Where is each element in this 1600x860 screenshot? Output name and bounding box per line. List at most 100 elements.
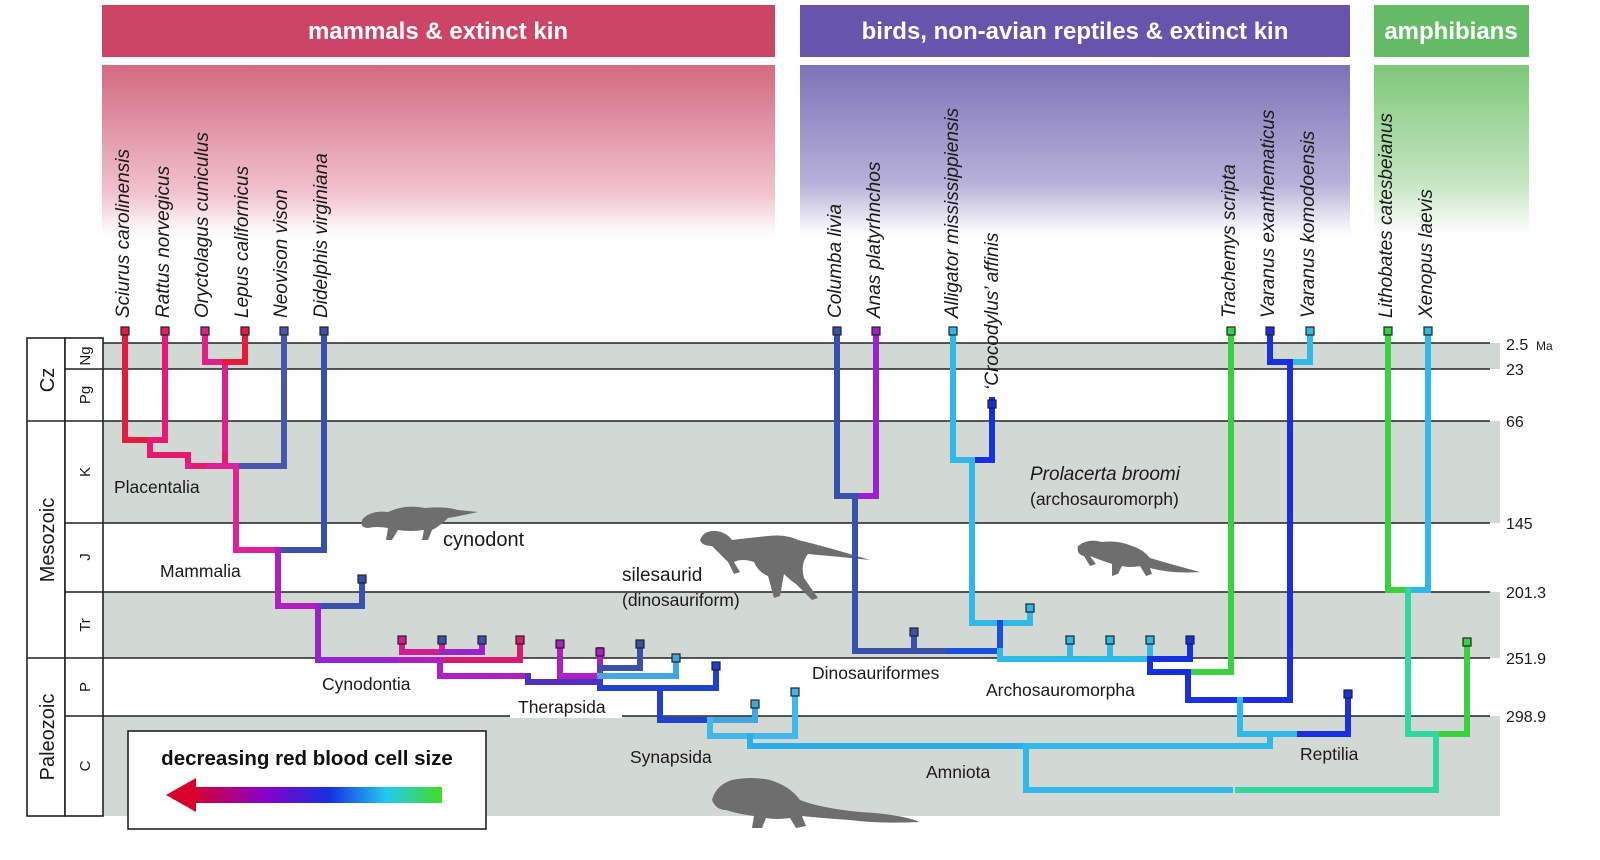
branch-anas xyxy=(852,335,879,499)
legend-gradient-bar xyxy=(190,787,442,803)
period-tr: Tr xyxy=(77,618,94,632)
taxon-lithobates: Lithobates catesbeianus xyxy=(1376,113,1397,318)
branch-squamate-tip xyxy=(1297,697,1351,737)
phylogenetic-tree xyxy=(122,335,1470,793)
era-mesozoic: Mesozoic xyxy=(37,498,59,582)
boundary-lines xyxy=(65,342,1490,717)
branch-lithobates xyxy=(1385,335,1411,593)
branch-archosauromorpha xyxy=(1147,656,1191,675)
taxon-crocodylus: ‘Crocodylus’ affinis xyxy=(982,232,1003,390)
taxon-varanus-ko: Varanus komodoensis xyxy=(1298,130,1319,318)
period-p: P xyxy=(77,682,94,692)
branch-anura xyxy=(1405,587,1439,737)
reptiles-fade xyxy=(800,65,1350,235)
clade-labels: Placentalia Mammalia Cynodontia Therapsi… xyxy=(114,477,1359,782)
taxon-sciurus: Sciurus carolinensis xyxy=(113,149,134,318)
branch-stem-tips-6 xyxy=(597,661,679,679)
tick-23: 23 xyxy=(1506,362,1524,379)
period-c: C xyxy=(77,760,94,771)
branch-amniota xyxy=(1023,743,1233,793)
branch-archo-tips-4 xyxy=(1147,643,1193,662)
legend-arrow-head-icon xyxy=(166,778,196,812)
mammals-header: mammals & extinct kin xyxy=(308,18,568,45)
band-cretaceous xyxy=(65,421,1500,523)
label-prolacerta-sub: (archosauromorph) xyxy=(1030,489,1179,509)
taxon-didelphis: Didelphis virginiana xyxy=(311,153,332,318)
branch-placentalia xyxy=(185,463,281,553)
amphibians-fade xyxy=(1374,65,1529,235)
taxon-alligator: Alligator mississippiensis xyxy=(942,107,963,319)
label-cynodont: cynodont xyxy=(443,529,525,551)
branch-stem-tips-3 xyxy=(439,643,523,663)
taxon-oryctolagus: Oryctolagus cuniculus xyxy=(192,132,213,318)
branch-reptilia xyxy=(1237,697,1303,737)
branch-crocs-stem xyxy=(969,457,1003,626)
taxon-neovison: Neovison vison xyxy=(271,189,292,318)
branch-therapsida xyxy=(525,673,603,685)
tick-201-3: 201.3 xyxy=(1506,585,1546,602)
label-prolacerta: Prolacerta broomi xyxy=(1030,464,1181,485)
taxon-trachemys: Trachemys scripta xyxy=(1219,164,1240,318)
period-k: K xyxy=(77,467,94,477)
branch-xenopus xyxy=(1405,335,1431,593)
branch-crocodylus xyxy=(969,397,995,463)
prolacerta-silhouette xyxy=(1077,540,1200,576)
branch-stem-tips-5 xyxy=(597,647,643,671)
branch-dinosauriformes xyxy=(852,493,917,654)
band-neogene xyxy=(65,343,1500,369)
branch-neovison xyxy=(222,335,287,469)
branch-varanus-ko xyxy=(1287,335,1313,365)
tip-markers xyxy=(120,326,1472,709)
branch-trachemys xyxy=(1185,335,1234,675)
reptiles-header-bar xyxy=(800,5,1350,57)
branch-amniota-right xyxy=(1023,731,1273,749)
clade-placentalia: Placentalia xyxy=(114,477,200,497)
branch-columba xyxy=(834,335,858,499)
branch-stem-join xyxy=(397,657,531,679)
taxon-lepus: Lepus californicus xyxy=(232,165,253,318)
taxon-rattus: Rattus norvegicus xyxy=(153,165,174,318)
branch-dino-tip xyxy=(911,633,953,654)
tick-145: 145 xyxy=(1506,516,1533,533)
clade-dinosauriformes: Dinosauriformes xyxy=(812,663,940,683)
branch-leporids xyxy=(202,335,228,458)
period-j: J xyxy=(77,553,94,561)
branch-stem-small-1 xyxy=(315,580,365,609)
tick-2-5: 2.5 xyxy=(1506,337,1528,354)
tick-251-9: 251.9 xyxy=(1506,651,1546,668)
clade-archosauromorpha: Archosauromorpha xyxy=(986,680,1135,700)
mammals-header-bar xyxy=(102,5,775,57)
period-pg: Pg xyxy=(77,386,94,404)
branch-sciurus xyxy=(122,335,153,443)
branch-croc-fossil xyxy=(997,609,1033,626)
amphibians-header-bar xyxy=(1374,5,1529,57)
amphibians-header: amphibians xyxy=(1384,18,1517,45)
branch-therapsida-base xyxy=(657,685,713,723)
branch-didelphis xyxy=(275,335,327,553)
clade-cynodontia: Cynodontia xyxy=(322,674,411,694)
branch-stem-tips-2 xyxy=(439,643,485,655)
silhouette-labels: cynodont silesaurid (dinosauriform) Prol… xyxy=(443,464,1181,610)
branch-cynodontia xyxy=(315,603,403,663)
silesaurid-silhouette xyxy=(700,530,870,600)
branch-lissamphibia xyxy=(1235,731,1439,793)
era-paleozoic: Paleozoic xyxy=(37,694,59,781)
geologic-column: Cz Mesozoic Paleozoic Ng Pg K J Tr P C xyxy=(26,337,104,817)
branch-rattus xyxy=(147,335,168,458)
era-cz: Cz xyxy=(37,368,59,392)
taxon-varanus-ex: Varanus exanthematicus xyxy=(1258,109,1279,318)
branch-stem-tips-4 xyxy=(557,647,603,679)
reptiles-header: birds, non-avian reptiles & extinct kin xyxy=(862,18,1289,45)
branch-lepus xyxy=(222,335,248,365)
branch-varanus-ex xyxy=(1267,335,1293,365)
clade-amniota: Amniota xyxy=(926,762,990,782)
silhouettes xyxy=(361,506,1200,828)
legend-title: decreasing red blood cell size xyxy=(161,747,453,770)
label-silesaurid-sub: (dinosauriform) xyxy=(622,590,740,610)
mammals-fade xyxy=(102,65,775,235)
cynodont-silhouette xyxy=(361,506,478,540)
branch-mammalia xyxy=(275,547,321,609)
time-scale: 2.5 Ma 23 66 145 201.3 251.9 298.9 xyxy=(1506,337,1553,726)
tick-298-9: 298.9 xyxy=(1506,709,1546,726)
clade-therapsida: Therapsida xyxy=(518,697,606,717)
